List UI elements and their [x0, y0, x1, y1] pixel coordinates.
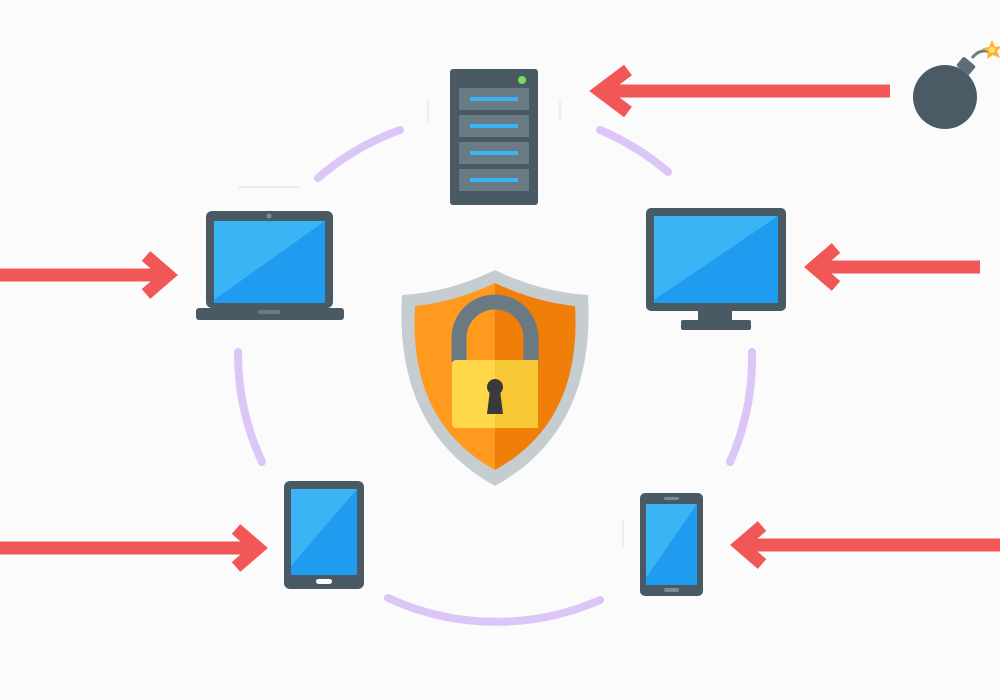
attack-arrows	[0, 64, 1000, 572]
laptop-icon	[196, 186, 344, 320]
shield-lock-icon	[401, 270, 589, 486]
arrow-to-tablet	[0, 524, 268, 572]
bomb-icon	[913, 40, 1000, 129]
ring-segment-left	[233, 348, 266, 466]
ring-segment-top-left	[314, 126, 404, 182]
arrow-to-server	[589, 64, 890, 118]
phone-icon	[622, 493, 703, 596]
arrow-to-monitor	[804, 243, 980, 291]
arrow-to-laptop	[0, 251, 178, 299]
ring-segment-bottom	[384, 594, 604, 626]
arrow-to-phone	[730, 521, 1000, 569]
ring-segment-top-right	[596, 126, 672, 176]
server-icon	[427, 69, 561, 205]
monitor-icon	[646, 208, 786, 330]
network-ring	[233, 126, 757, 626]
tablet-icon	[284, 481, 364, 589]
ring-segment-right	[726, 348, 757, 466]
